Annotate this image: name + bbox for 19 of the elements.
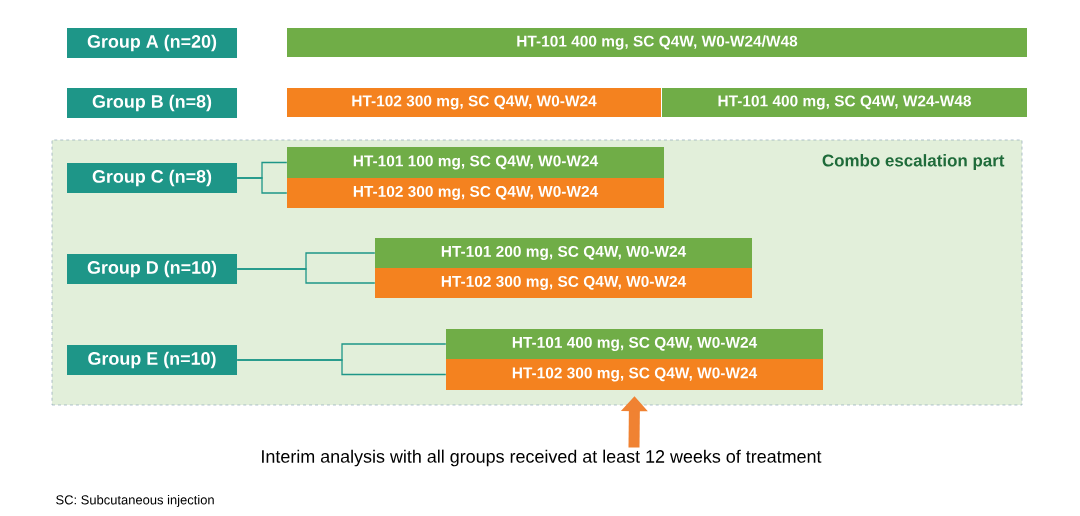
caption-text: Interim analysis with all groups received at least 12 weeks of treatment [262, 449, 822, 467]
group-label: Group E (n=10) [67, 345, 237, 375]
treatment-bar: HT-101 400 mg, SC Q4W, W24-W48 [662, 88, 1027, 117]
treatment-bar: HT-101 400 mg, SC Q4W, W0-W24/W48 [287, 28, 1027, 57]
group-label: Group D (n=10) [67, 254, 237, 284]
bracket-line [236, 359, 447, 376]
treatment-bar: HT-101 400 mg, SC Q4W, W0-W24 [446, 329, 823, 359]
group-label: Group A (n=20) [67, 28, 237, 58]
treatment-bar: HT-101 100 mg, SC Q4W, W0-W24 [287, 147, 664, 178]
treatment-bar: HT-101 200 mg, SC Q4W, W0-W24 [375, 238, 752, 268]
group-label: Group B (n=8) [67, 88, 237, 118]
treatment-bar: HT-102 300 mg, SC Q4W, W0-W24 [375, 268, 752, 298]
footnote: SC: Subcutaneous injection [56, 494, 214, 508]
treatment-bar: HT-102 300 mg, SC Q4W, W0-W24 [287, 178, 664, 208]
group-label: Group C (n=8) [67, 163, 237, 193]
bracket-line [236, 268, 376, 284]
bracket-line [236, 177, 288, 194]
treatment-bar: HT-102 300 mg, SC Q4W, W0-W24 [287, 88, 661, 117]
treatment-bar: HT-102 300 mg, SC Q4W, W0-W24 [446, 359, 823, 390]
